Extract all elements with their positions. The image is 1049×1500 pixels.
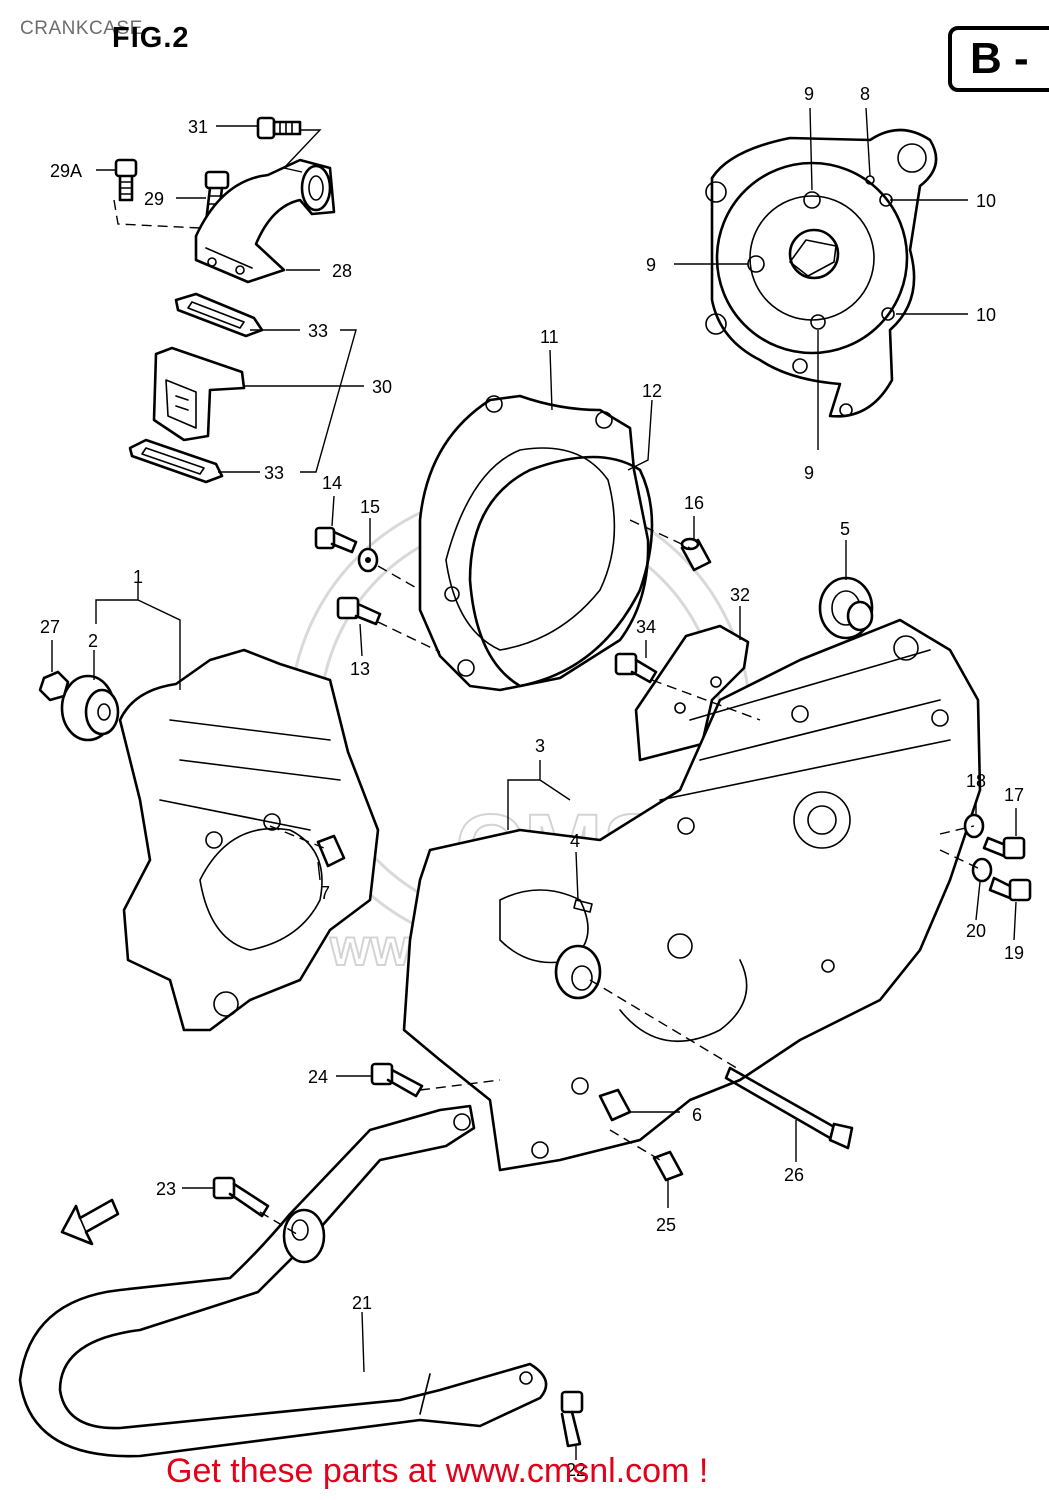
callout-14: 14: [322, 473, 342, 493]
callout-30: 30: [372, 377, 392, 397]
part-5-bearing: [818, 576, 874, 640]
callout-17: 17: [1004, 785, 1024, 805]
page-title: CRANKCASE: [20, 18, 143, 39]
part-27-nut: [38, 670, 70, 702]
callout-16: 16: [684, 493, 704, 513]
part-21-stand-bar: [18, 1104, 548, 1458]
callout-34: 34: [636, 617, 656, 637]
callout-13: 13: [350, 659, 370, 679]
part-24-bolt: [370, 1062, 424, 1098]
callout-9-bottom: 9: [804, 463, 814, 483]
part-15-washer: [357, 547, 379, 573]
callout-10-lower: 10: [976, 305, 996, 325]
part-13-bolt: [336, 596, 382, 626]
callout-22: 22: [566, 1460, 586, 1480]
callout-8: 8: [860, 84, 870, 104]
part-28-intake-pipe: [194, 158, 336, 284]
part-17-bolt: [982, 836, 1026, 860]
callout-24: 24: [308, 1067, 328, 1087]
part-34-bolt: [614, 652, 658, 684]
part-19-bolt: [988, 876, 1032, 902]
callout-9-top: 9: [804, 84, 814, 104]
figure-label: FIG.2: [112, 22, 190, 54]
callout-12: 12: [642, 381, 662, 401]
callout-31-upper: 33: [308, 321, 328, 341]
part-30-reed-valve: [152, 346, 246, 442]
callout-23: 23: [156, 1179, 176, 1199]
part-22-bolt: [560, 1390, 584, 1448]
parts-link-banner[interactable]: Get these parts at www.cmsnl.com !: [166, 1452, 709, 1490]
part-31-gasket-upper: [174, 292, 264, 338]
callout-10-upper: 10: [976, 191, 996, 211]
leader-lines: [51, 107, 1017, 1460]
part-16-dowel-pin: [680, 537, 712, 572]
part-8-stator-cover: [705, 128, 938, 418]
part-14-bolt: [314, 526, 358, 554]
part-31-gasket-lower: [128, 438, 224, 484]
callout-3: 3: [535, 736, 545, 756]
part-20-washer: [971, 857, 993, 883]
callout-6: 6: [692, 1105, 702, 1125]
part-12-o-ring: [468, 455, 654, 688]
callout-26: 26: [784, 1165, 804, 1185]
callout-4: 4: [570, 831, 580, 851]
callout-19: 19: [1004, 943, 1024, 963]
part-4-oil-seal: [573, 899, 593, 913]
callout-21: 21: [352, 1293, 372, 1313]
callout-28: 28: [332, 261, 352, 281]
callout-labels: 31 29A 29 28 33 30 33 9 8 10 9 10 9 11 1…: [40, 84, 1024, 1480]
part-25-dowel-pin: [652, 1150, 684, 1182]
part-3-right-crankcase: [402, 618, 982, 1172]
callout-20: 20: [966, 921, 986, 941]
callout-11: 11: [540, 327, 559, 347]
callout-27: 27: [40, 617, 60, 637]
part-29a-bolt: [114, 158, 138, 202]
part-33-bracket: [634, 624, 750, 762]
part-2-bearing: [60, 674, 120, 742]
part-11-cylinder-cover: [418, 394, 650, 692]
part-26-long-bolt: [724, 1066, 854, 1150]
callout-2: 2: [88, 631, 98, 651]
callout-33: 32: [730, 585, 750, 605]
callout-15: 15: [360, 497, 380, 517]
callout-29: 29: [144, 189, 164, 209]
callout-5: 5: [840, 519, 850, 539]
part-1-left-crankcase: [118, 648, 380, 1032]
callout-25: 25: [656, 1215, 676, 1235]
part-32-bolt: [256, 116, 302, 140]
callout-18: 18: [966, 771, 986, 791]
callout-29a: 29A: [50, 161, 82, 181]
part-23-bolt: [212, 1176, 270, 1218]
callout-1: 1: [133, 567, 143, 587]
section-badge: B -: [948, 26, 1049, 92]
part-7-dowel: [316, 834, 346, 868]
callout-7: 7: [320, 883, 330, 903]
callout-31-lower: 33: [264, 463, 284, 483]
front-arrow-icon: [60, 1198, 120, 1246]
callout-32: 31: [188, 117, 208, 137]
callout-9-left: 9: [646, 255, 656, 275]
